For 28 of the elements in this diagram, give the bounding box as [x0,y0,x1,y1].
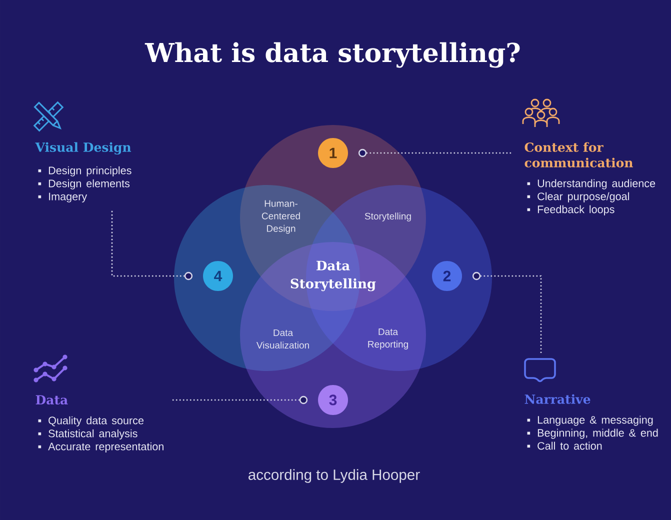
number-badge: 1 [318,138,348,168]
list-item: Quality data source [48,416,144,426]
heading: Visual Design [35,142,132,155]
heading: Narrative [524,394,590,404]
list-item: Accurate representation [48,442,164,452]
list-item: Design elements [48,179,130,190]
list-item: Clear purpose/goal [538,192,630,202]
number-badge: 2 [432,261,462,291]
list-item: Language & messaging [538,416,653,426]
list-item: Imagery [49,192,88,202]
number-badge: 4 [203,261,233,291]
list-item: Feedback loops [538,205,614,216]
list-item: Statistical analysis [48,429,138,440]
heading: Data [36,395,68,405]
heading: Context for communication [524,142,633,168]
list-item: Design principles [48,166,132,176]
center-label: Data Storytelling [290,260,376,292]
number-badge: 3 [318,385,348,415]
overlap-label: Human- Centered Design [262,200,300,234]
venn-circle [240,242,426,428]
overlap-label: Data Visualization [256,329,309,349]
list-item: Beginning, middle & end [538,428,658,439]
caption: according to Lydia Hooper [248,469,420,483]
overlap-label: Storytelling [364,212,411,222]
list-item: Call to action [538,442,602,450]
overlap-label: Data Reporting [368,328,408,350]
title: What is data storytelling? [144,42,520,68]
list-item: Understanding audience [538,179,656,190]
